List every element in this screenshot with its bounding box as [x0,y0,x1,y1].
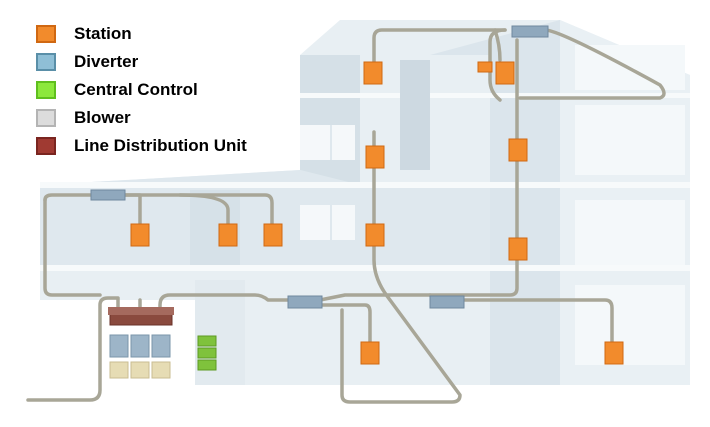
ldu-group [108,307,174,379]
central-control-swatch [36,81,56,99]
tube-drop-1 [123,193,142,232]
blower [151,361,171,379]
station [263,223,283,247]
tube-central-loop [340,130,462,404]
blower [130,361,150,379]
tube-center-drop [318,303,372,347]
legend-label: Line Distribution Unit [74,136,247,155]
station [360,341,380,365]
station [363,61,383,85]
legend: Station Diverter Central Control Blower … [36,20,247,160]
tube-top-right [518,28,666,100]
legend-item-ldu: Line Distribution Unit [36,132,247,160]
blower-swatch [36,109,56,127]
station [508,237,528,261]
stations [130,61,624,365]
station [130,223,150,247]
diverter [90,189,126,201]
diverter [287,295,323,309]
blower [109,361,129,379]
legend-item-central-control: Central Control [36,76,247,104]
diverter-swatch [36,53,56,71]
diverters [90,25,549,309]
diverter [511,25,549,38]
legend-label: Central Control [74,80,198,99]
station [477,61,493,73]
legend-item-station: Station [36,20,247,48]
ldu-swatch [36,137,56,155]
station [495,61,515,85]
station [365,223,385,247]
ldu-top [108,307,174,315]
tube-top-left [372,28,507,70]
tube-east-riser [428,38,519,297]
legend-item-blower: Blower [36,104,247,132]
diverter [429,295,465,309]
legend-label: Blower [74,108,131,127]
legend-label: Station [74,24,132,43]
station [508,138,528,162]
ldu-diverter [151,334,171,358]
tube-top-branch [493,28,502,62]
legend-item-diverter: Diverter [36,48,247,76]
ldu-diverter [130,334,150,358]
station-swatch [36,25,56,43]
station [604,341,624,365]
tube-lines [26,28,666,404]
tube-mid-diverter [318,293,432,302]
central-control [197,335,217,371]
ldu-diverter [109,334,129,358]
tube-drop-2 [178,193,230,232]
tube-west-return [43,198,102,297]
station [218,223,238,247]
station [365,145,385,169]
tube-blower-line [26,296,120,402]
legend-label: Diverter [74,52,139,71]
tube-east-drop [463,298,614,347]
